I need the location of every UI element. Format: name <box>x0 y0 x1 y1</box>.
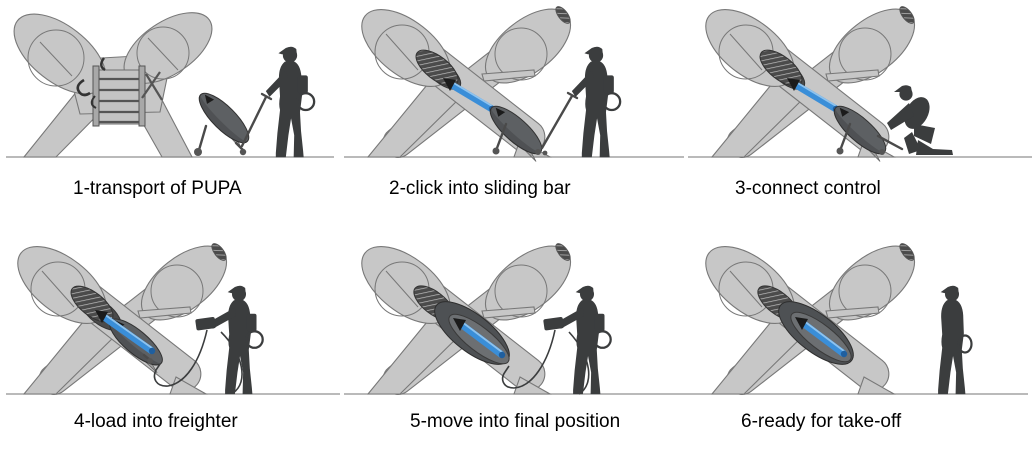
ground-handler <box>572 47 622 158</box>
hand-trolley <box>836 122 904 155</box>
panel-caption: 4-load into freighter <box>74 411 238 432</box>
cargo-rack <box>76 57 163 127</box>
panel-1-illustration <box>6 12 334 158</box>
panel-5-illustration <box>344 237 688 399</box>
panel-3-illustration <box>688 0 1032 162</box>
slide-bar <box>795 317 848 358</box>
freighter-aircraft <box>691 0 928 162</box>
freighter-aircraft <box>3 237 240 399</box>
slide-bar <box>95 310 156 355</box>
panel-4-illustration <box>3 237 340 399</box>
panel-6: 6-ready for take-off <box>688 225 1032 451</box>
ground-handler <box>266 47 316 158</box>
panel-2-illustration <box>344 0 684 162</box>
panel-3: 3-connect control <box>688 0 1032 225</box>
control-cable <box>501 329 556 389</box>
panel-caption: 5-move into final position <box>410 411 621 432</box>
control-cable <box>220 331 243 394</box>
panel-4: 4-load into freighter <box>0 225 344 451</box>
kneeling-operator <box>887 85 953 155</box>
slide-bar <box>453 318 506 359</box>
control-cable <box>153 329 208 387</box>
panel-1: 1-transport of PUPA <box>0 0 344 225</box>
control-box <box>543 286 600 394</box>
freighter-aircraft-front <box>13 12 213 158</box>
panel-6-illustration <box>688 237 1028 399</box>
panel-caption: 1-transport of PUPA <box>73 178 242 199</box>
ground-handler <box>938 285 966 395</box>
panel-2: 2-click into sliding bar <box>344 0 688 225</box>
panel-5: 5-move into final position <box>344 225 688 451</box>
cable-coil <box>957 334 973 354</box>
hand-trolley <box>194 92 273 156</box>
panel-caption: 6-ready for take-off <box>741 411 902 432</box>
panel-caption: 2-click into sliding bar <box>389 178 571 199</box>
hand-trolley <box>492 91 579 156</box>
panel-caption: 3-connect control <box>735 178 881 199</box>
